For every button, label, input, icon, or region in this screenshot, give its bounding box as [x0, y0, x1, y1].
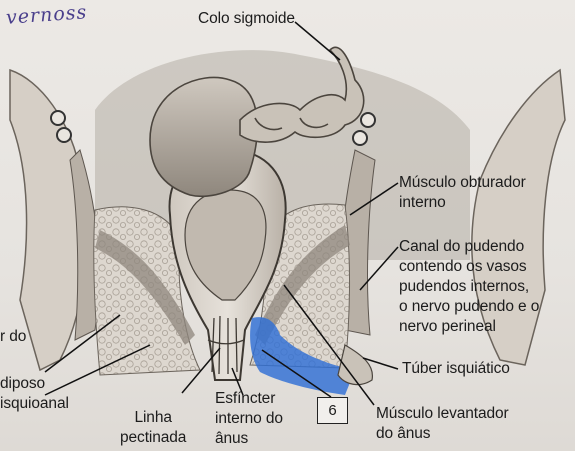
label-left-cut-1: r do — [0, 327, 26, 347]
figure-number-box: 6 — [317, 397, 348, 424]
label-colo-sigmoide: Colo sigmoide — [198, 9, 295, 29]
label-left-cut-2: diposo isquioanal — [0, 374, 69, 414]
label-esfincter-interno: Esfíncter interno do ânus — [215, 389, 283, 449]
label-linha-pectinada: Linha pectinada — [120, 408, 186, 448]
label-musculo-levantador: Músculo levantador do ânus — [376, 404, 509, 444]
label-canal-pudendo: Canal do pudendo contendo os vasos puden… — [399, 237, 539, 337]
label-tuber-isquiatico: Túber isquiático — [402, 359, 510, 379]
label-musculo-obturador: Músculo obturador interno — [399, 173, 526, 213]
left-pelvic-bone — [10, 70, 86, 370]
